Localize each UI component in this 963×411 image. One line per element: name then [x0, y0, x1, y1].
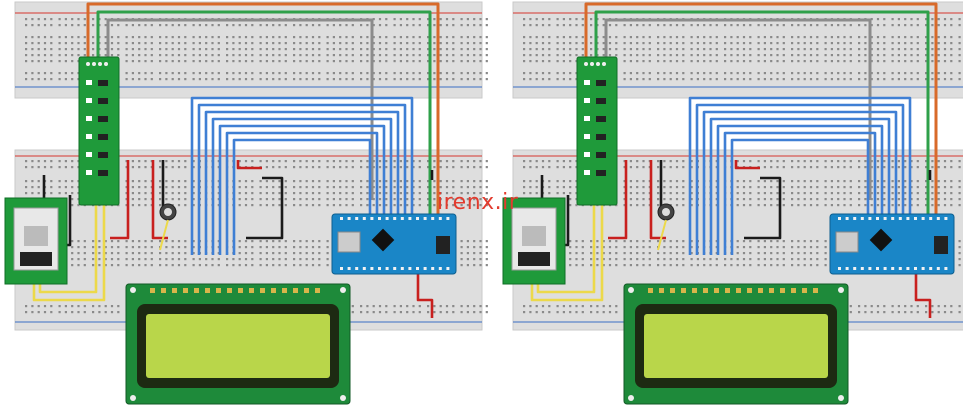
wire-yellow: [38, 200, 98, 294]
wire-gray: [106, 18, 374, 200]
wire-blue: [709, 117, 891, 255]
wire-blue: [232, 138, 372, 255]
arduino-nano: [331, 213, 457, 275]
wire-red: [236, 160, 262, 170]
wire-blue: [225, 131, 379, 255]
wire-blue: [716, 124, 884, 255]
wire-yellow: [530, 200, 604, 302]
wire-gray: [604, 18, 872, 200]
wire-blue: [688, 96, 912, 255]
wire-yellow: [159, 219, 169, 251]
wire-blue: [197, 103, 407, 255]
wire-black: [744, 176, 782, 240]
circuit-board: [502, 1, 963, 405]
sensor-module: [78, 56, 120, 206]
wire-blue: [204, 110, 400, 255]
wire-orange: [584, 2, 938, 230]
wire-red: [734, 160, 760, 170]
circuit-board: [4, 1, 488, 405]
wire-blue: [723, 131, 877, 255]
wire-yellow: [32, 200, 106, 302]
wire-yellow: [536, 200, 596, 294]
wire-red: [416, 250, 434, 318]
wire-yellow: [657, 219, 667, 251]
wire-red: [110, 160, 130, 240]
sensor-module: [576, 56, 618, 206]
wire-blue: [730, 138, 870, 255]
wire-green: [594, 10, 930, 230]
wire-blue: [702, 110, 898, 255]
wire-blue: [211, 117, 393, 255]
lcd-screen: [146, 314, 330, 378]
wire-blue: [695, 103, 905, 255]
watermark-text: irenx.ir: [437, 190, 519, 215]
wire-blue: [190, 96, 414, 255]
wire-black: [246, 176, 284, 240]
wire-blue: [218, 124, 386, 255]
wire-green: [96, 10, 432, 230]
lcd-screen: [644, 314, 828, 378]
wire-red: [608, 160, 628, 240]
wire-red: [914, 250, 932, 318]
arduino-nano: [829, 213, 955, 275]
wire-orange: [86, 2, 440, 230]
